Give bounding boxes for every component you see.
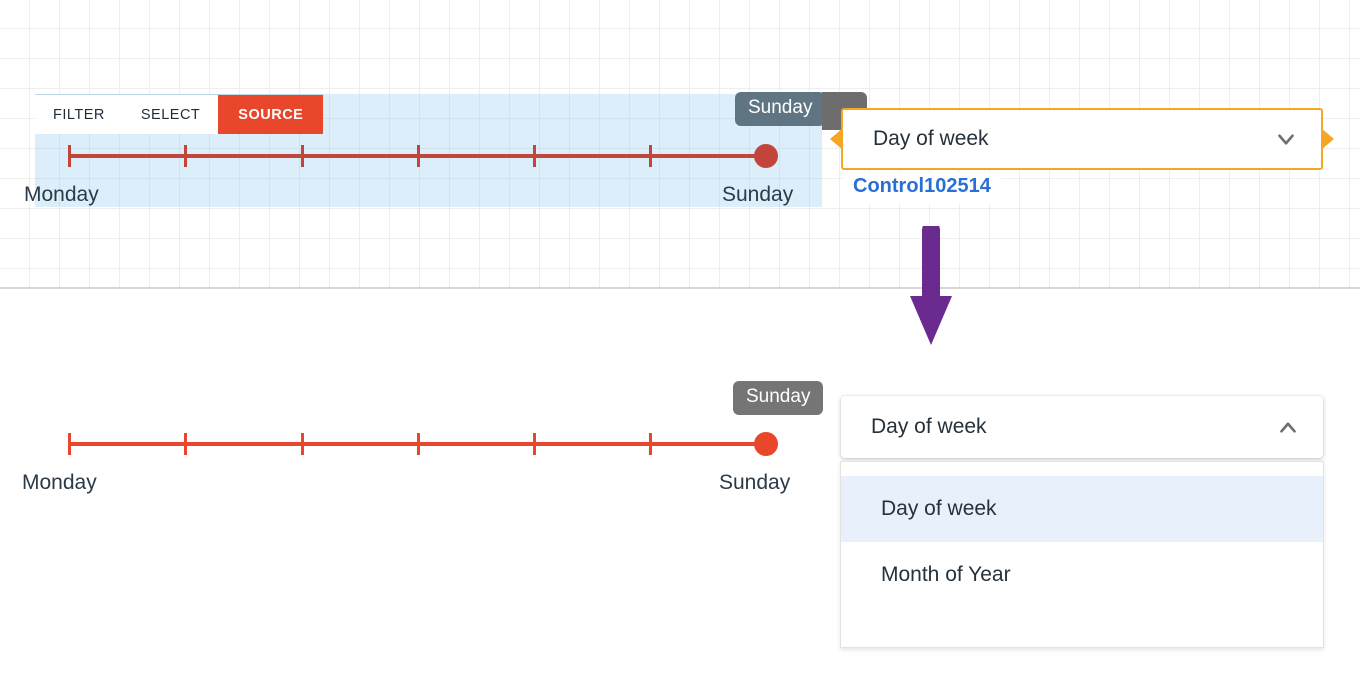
chevron-down-icon[interactable]	[1273, 126, 1299, 152]
toolbar-button-filter[interactable]: FILTER	[35, 95, 123, 134]
slider-tick	[184, 433, 187, 455]
dimension-dropdown-options-list: Day of week Month of Year	[840, 461, 1324, 648]
dimension-dropdown-bottom[interactable]: Day of week	[841, 396, 1323, 458]
slider-tick	[68, 145, 71, 167]
control-context-toolbar: FILTER SELECT SOURCE	[35, 94, 324, 134]
slider-tick	[184, 145, 187, 167]
slider-end-label-bottom: Sunday	[719, 471, 791, 494]
slider-tick	[301, 433, 304, 455]
slider-thumb[interactable]	[754, 144, 778, 168]
slider-tick	[649, 145, 652, 167]
dimension-dropdown-top[interactable]: Day of week	[830, 108, 1334, 170]
dropdown-value-top: Day of week	[873, 127, 989, 150]
slider-tick	[533, 433, 536, 455]
dropdown-value-bottom: Day of week	[871, 415, 987, 438]
control-id-label: Control102514	[843, 172, 1001, 204]
down-arrow-icon	[908, 221, 954, 353]
slider-tick	[301, 145, 304, 167]
pane-divider	[0, 287, 1360, 289]
slider-tick	[68, 433, 71, 455]
chevron-up-icon[interactable]	[1275, 414, 1301, 440]
slider-value-tooltip-bottom: Sunday	[733, 381, 824, 415]
slider-end-label-top: Sunday	[722, 183, 794, 206]
slider-thumb[interactable]	[754, 432, 778, 456]
toolbar-button-source[interactable]: SOURCE	[218, 95, 324, 134]
toolbar-button-select[interactable]: SELECT	[122, 95, 219, 134]
dropdown-option-month-of-year[interactable]: Month of Year	[881, 563, 1011, 586]
design-canvas-pane: FILTER SELECT SOURCE Sunday Monday Sunda…	[0, 0, 1360, 288]
slider-tick	[417, 145, 420, 167]
resize-handle-right-icon[interactable]	[1321, 128, 1334, 150]
slider-tick	[649, 433, 652, 455]
slider-start-label-top: Monday	[24, 183, 99, 206]
slider-start-label-bottom: Monday	[22, 471, 97, 494]
slider-tick	[417, 433, 420, 455]
dropdown-option-day-of-week[interactable]: Day of week	[841, 476, 1323, 542]
resize-handle-left-icon[interactable]	[830, 128, 843, 150]
slider-tick	[533, 145, 536, 167]
slider-value-tooltip-top: Sunday	[735, 92, 826, 126]
